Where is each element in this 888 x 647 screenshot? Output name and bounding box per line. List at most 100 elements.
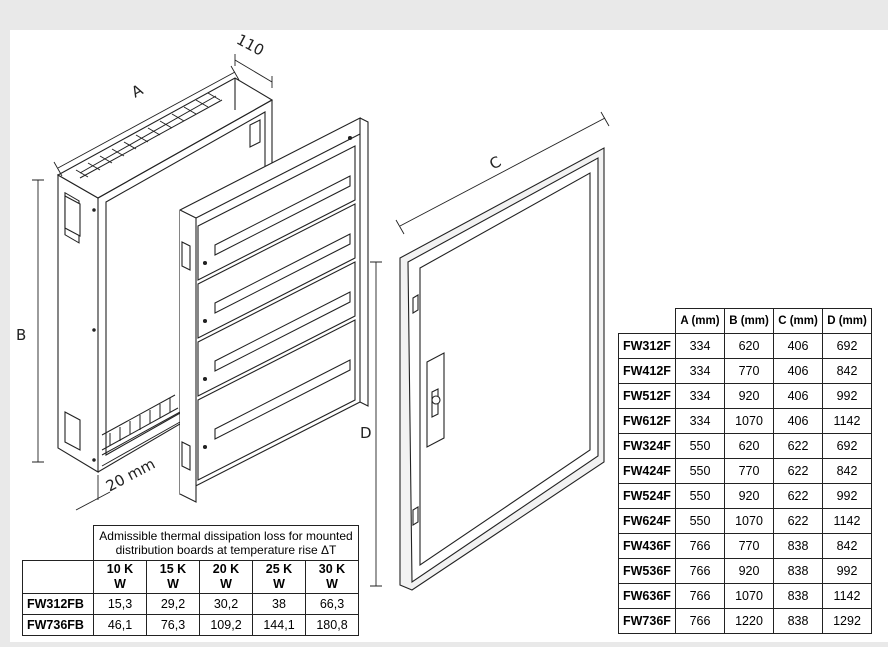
unit-label: W [273,577,285,591]
delta-t-label: 30 K [318,562,346,576]
value-cell: 1070 [724,583,774,609]
model-cell: FW512F [618,383,676,409]
value-cell: 766 [675,583,725,609]
value-cell: 838 [773,558,823,584]
value-cell: 15,3 [93,593,147,615]
door [399,147,605,591]
value-cell: 334 [675,333,725,359]
value-cell: 334 [675,383,725,409]
value-cell: 30,2 [199,593,253,615]
value-cell: 920 [724,383,774,409]
value-cell: 622 [773,433,823,459]
header-blank-cell [618,308,676,334]
model-cell: FW736FB [22,614,94,636]
value-cell: 1142 [822,583,872,609]
delta-t-label: 20 K [212,562,240,576]
model-cell: FW612F [618,408,676,434]
value-cell: 406 [773,383,823,409]
dimension-d-label: D [360,424,372,442]
value-cell: 550 [675,483,725,509]
value-cell: 1292 [822,608,872,634]
value-cell: 622 [773,508,823,534]
thermal-title-row: Admissible thermal dissipation loss for … [23,525,359,561]
value-cell: 766 [675,608,725,634]
value-cell: 920 [724,483,774,509]
value-cell: 1142 [822,408,872,434]
model-cell: FW312FB [22,593,94,615]
value-cell: 109,2 [199,614,253,636]
value-cell: 1220 [724,608,774,634]
value-cell: 842 [822,358,872,384]
dimension-b-label: B [16,326,27,344]
thermal-header-blank [22,560,94,594]
value-cell: 1142 [822,508,872,534]
value-cell: 620 [724,433,774,459]
value-cell: 180,8 [305,614,359,636]
mounting-frame [179,117,369,503]
value-cell: 920 [724,558,774,584]
model-cell: FW424F [618,458,676,484]
unit-label: W [220,577,232,591]
value-cell: 770 [724,533,774,559]
table-header-row: A (mm) B (mm) C (mm) D (mm) [618,308,872,334]
value-cell: 1070 [724,408,774,434]
value-cell: 766 [675,558,725,584]
value-cell: 29,2 [146,593,200,615]
value-cell: 622 [773,458,823,484]
value-cell: 622 [773,483,823,509]
value-cell: 842 [822,533,872,559]
value-cell: 66,3 [305,593,359,615]
unit-label: W [167,577,179,591]
header-d: D (mm) [822,308,872,334]
value-cell: 46,1 [93,614,147,636]
value-cell: 842 [822,458,872,484]
value-cell: 406 [773,358,823,384]
delta-t-label: 25 K [265,562,293,576]
value-cell: 770 [724,458,774,484]
value-cell: 620 [724,333,774,359]
figure-panel: A 110 B 20 mm C D A (mm) B (mm) C (mm) D… [10,30,888,642]
value-cell: 334 [675,358,725,384]
value-cell: 992 [822,483,872,509]
dimension-lines [32,54,610,587]
value-cell: 406 [773,333,823,359]
value-cell: 766 [675,533,725,559]
model-cell: FW636F [618,583,676,609]
delta-t-label: 15 K [159,562,187,576]
value-cell: 838 [773,608,823,634]
value-cell: 838 [773,533,823,559]
value-cell: 76,3 [146,614,200,636]
model-cell: FW524F [618,483,676,509]
model-cell: FW412F [618,358,676,384]
value-cell: 38 [252,593,306,615]
value-cell: 550 [675,433,725,459]
model-cell: FW736F [618,608,676,634]
value-cell: 1070 [724,508,774,534]
value-cell: 144,1 [252,614,306,636]
thermal-table-title: Admissible thermal dissipation loss for … [93,525,359,561]
value-cell: 992 [822,383,872,409]
header-a: A (mm) [675,308,725,334]
